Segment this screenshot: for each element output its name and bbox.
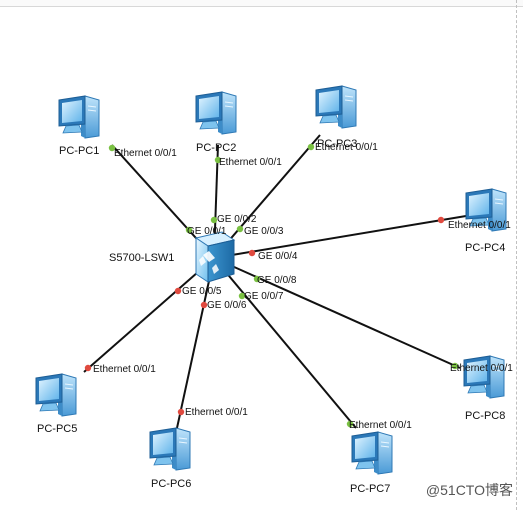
sw-port6-label: GE 0/0/6 [207, 300, 247, 311]
pc5-pc-port-dot [84, 364, 92, 372]
pc3-computer-icon[interactable] [315, 85, 357, 129]
pc4-pc-port-dot [437, 216, 445, 224]
sw-port8-label: GE 0/0/8 [257, 275, 297, 286]
pc1-computer-icon[interactable] [58, 95, 100, 139]
pc8-port-label: Ethernet 0/0/1 [450, 363, 513, 374]
pc7-port-label: Ethernet 0/0/1 [349, 420, 412, 431]
sw-port2-label: GE 0/0/2 [217, 214, 257, 225]
pc8-switch-port-dot [253, 275, 261, 283]
pc2-computer-icon[interactable] [195, 91, 237, 135]
sw-port7-label: GE 0/0/7 [244, 291, 284, 302]
pc8-label: PC-PC8 [465, 410, 506, 422]
sw-port4-label: GE 0/0/4 [258, 251, 298, 262]
nodes-layer [35, 85, 507, 475]
pc7-label: PC-PC7 [350, 483, 391, 495]
pc2-port-label: Ethernet 0/0/1 [219, 157, 282, 168]
pc2-pc-port-dot [214, 156, 222, 164]
pc7-computer-icon[interactable] [351, 431, 393, 475]
pc8-link [213, 257, 461, 369]
switch-label: S5700-LSW1 [109, 252, 175, 264]
pc6-port-label: Ethernet 0/0/1 [185, 407, 248, 418]
pc5-port-label: Ethernet 0/0/1 [93, 364, 156, 375]
sw-port5-label: GE 0/0/5 [182, 286, 222, 297]
pc5-link [83, 257, 215, 373]
pc5-computer-icon[interactable] [35, 373, 77, 417]
pc8-pc-port-dot [451, 362, 459, 370]
pc1-port-label: Ethernet 0/0/1 [114, 148, 177, 159]
pc7-link [213, 257, 357, 429]
pc5-label: PC-PC5 [37, 423, 78, 435]
pc4-port-label: Ethernet 0/0/1 [448, 220, 511, 231]
pc3-pc-port-dot [307, 143, 315, 151]
sw-port1-label: GE 0/0/1 [187, 226, 227, 237]
pc4-label: PC-PC4 [465, 242, 506, 254]
pc3-port-label: Ethernet 0/0/1 [315, 142, 378, 153]
pc6-label: PC-PC6 [151, 478, 192, 490]
canvas-top-border [0, 0, 523, 7]
pc2-switch-port-dot [210, 216, 218, 224]
pc7-switch-port-dot [238, 292, 246, 300]
pc6-link [176, 257, 215, 429]
pc5-switch-port-dot [174, 287, 182, 295]
pc4-switch-port-dot [248, 249, 256, 257]
pc4-link [213, 215, 467, 259]
watermark-text: @51CTO博客 [425, 482, 513, 498]
pc3-link [213, 134, 321, 259]
pc3-label: PC-PC3 [317, 138, 358, 150]
pc6-computer-icon[interactable] [149, 427, 191, 471]
canvas-right-guide [516, 0, 518, 510]
pc6-switch-port-dot [200, 301, 208, 309]
sw-port3-label: GE 0/0/3 [244, 226, 284, 237]
switch-icon[interactable] [194, 231, 236, 283]
pc1-switch-port-dot [185, 226, 193, 234]
pc3-switch-port-dot [236, 225, 244, 233]
pc7-pc-port-dot [346, 420, 354, 428]
pc6-pc-port-dot [177, 408, 185, 416]
pc1-pc-port-dot [108, 144, 116, 152]
pc1-label: PC-PC1 [59, 145, 100, 157]
pc2-label: PC-PC2 [196, 142, 237, 154]
